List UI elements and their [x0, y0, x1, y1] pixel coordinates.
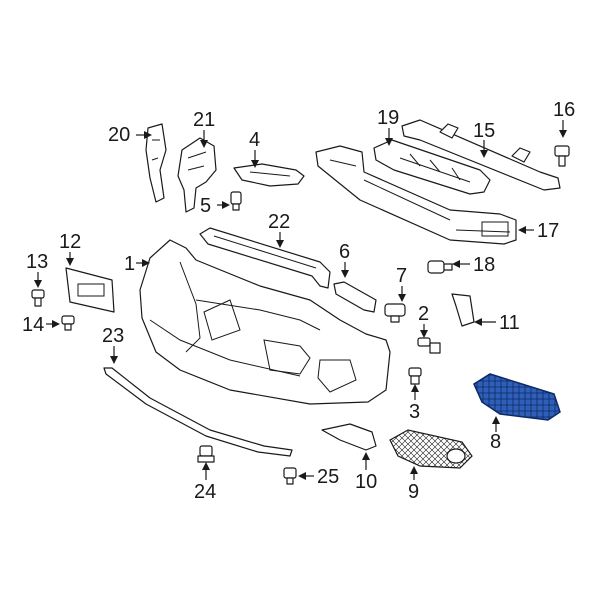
callout-23: 23: [102, 325, 124, 347]
callout-14: 14: [22, 314, 44, 336]
part-20-bracket: [145, 123, 167, 203]
part-9-grille: [389, 429, 473, 469]
callout-21: 21: [193, 109, 215, 131]
part-18-bolt: [427, 260, 453, 274]
callout-9: 9: [408, 481, 419, 503]
callout-13: 13: [26, 251, 48, 273]
part-3-clip: [408, 367, 422, 385]
callout-8: 8: [490, 431, 501, 453]
callout-12: 12: [59, 231, 81, 253]
part-1-bumper-cover: [139, 239, 391, 405]
part-16-bolt: [554, 145, 570, 167]
part-2-bolt: [417, 337, 441, 354]
part-11-bracket: [451, 293, 475, 327]
callout-17: 17: [537, 220, 559, 242]
part-10-trim: [321, 423, 377, 451]
part-14-screw: [61, 315, 75, 331]
callout-4: 4: [249, 129, 260, 151]
part-13-bolt: [31, 289, 45, 307]
part-17-beam: [315, 145, 517, 245]
callout-20: 20: [108, 124, 130, 146]
part-15-reinforcement: [401, 119, 561, 191]
callout-25: 25: [317, 466, 339, 488]
leader-lines: [34, 120, 567, 480]
callout-18: 18: [473, 254, 495, 276]
part-7-clip: [384, 303, 406, 323]
part-25-clip: [283, 467, 297, 485]
callout-16: 16: [553, 99, 575, 121]
callout-19: 19: [377, 107, 399, 129]
callout-5: 5: [200, 195, 211, 217]
callout-15: 15: [473, 120, 495, 142]
part-24-clip: [197, 445, 215, 463]
part-8-grille-highlighted: [473, 373, 561, 421]
callout-11: 11: [499, 312, 520, 334]
part-22-frame: [199, 227, 331, 289]
part-23-spoiler: [103, 367, 293, 457]
part-21-bracket: [177, 137, 217, 213]
callout-24: 24: [194, 481, 216, 503]
callout-6: 6: [339, 241, 350, 263]
callout-2: 2: [418, 303, 429, 325]
callout-labels: 20 21 4 5 19 15 16 17 22 1 12 13 14 6 7 …: [22, 99, 575, 503]
callout-7: 7: [396, 265, 407, 287]
part-12-plate-bracket: [65, 267, 115, 313]
part-19-absorber: [373, 139, 491, 195]
callout-3: 3: [409, 401, 420, 423]
part-6-trim: [333, 281, 377, 313]
callout-10: 10: [355, 471, 377, 493]
part-4-bracket: [233, 163, 305, 187]
part-5-clip: [230, 191, 242, 211]
callout-1: 1: [124, 253, 135, 275]
callout-22: 22: [268, 211, 290, 233]
